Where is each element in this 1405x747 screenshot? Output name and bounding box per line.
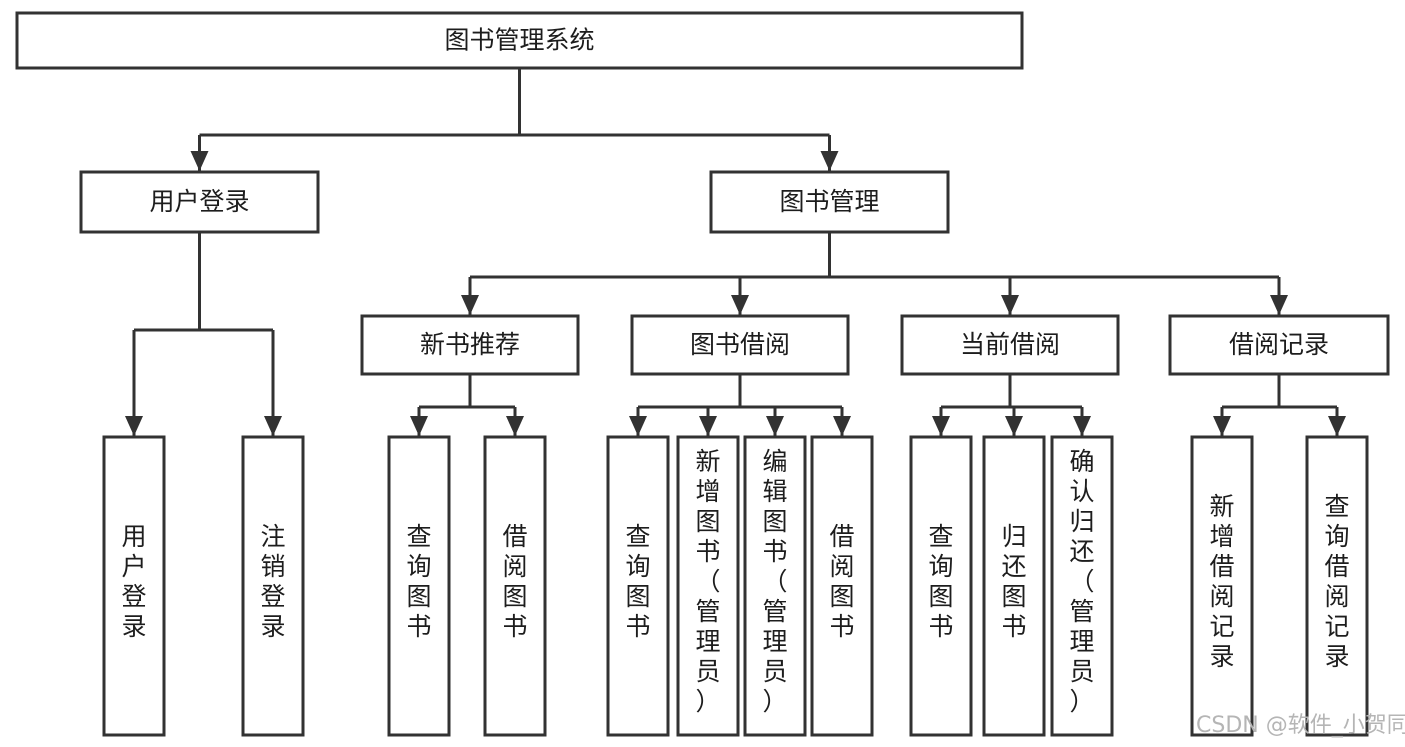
leaf-node-4[interactable]: 借阅图书 — [483, 435, 547, 737]
leaf-node-1[interactable]: 用户登录 — [102, 435, 166, 737]
level2-node-3[interactable]: 当前借阅 — [900, 314, 1120, 376]
level2-node-label: 新书推荐 — [420, 330, 520, 359]
leaf-node-label: 查询图书 — [625, 522, 650, 641]
connector-edges — [125, 68, 1346, 436]
level2-node-2[interactable]: 图书借阅 — [630, 314, 850, 376]
leaf-node-8[interactable]: 借阅图书 — [810, 435, 874, 737]
leaf-node-label: 确认归还（管理员） — [1069, 447, 1094, 716]
level2-node-1[interactable]: 新书推荐 — [360, 314, 580, 376]
leaf-node-3[interactable]: 查询图书 — [387, 435, 451, 737]
leaf-node-label: 查询图书 — [406, 522, 431, 641]
leaf-node-label: 用户登录 — [121, 522, 146, 641]
leaf-node-2[interactable]: 注销登录 — [241, 435, 305, 737]
level1-node-label: 用户登录 — [149, 187, 249, 216]
leaf-node-label: 查询借阅记录 — [1324, 492, 1349, 671]
root-node-1[interactable]: 图书管理系统 — [15, 11, 1024, 70]
level1-node-1[interactable]: 用户登录 — [79, 170, 320, 234]
root-node-label: 图书管理系统 — [444, 26, 594, 55]
leaf-node-label: 新增借阅记录 — [1209, 492, 1234, 671]
leaf-node-label: 借阅图书 — [829, 522, 854, 641]
leaf-node-label: 查询图书 — [928, 522, 953, 641]
level1-node-2[interactable]: 图书管理 — [709, 170, 950, 234]
leaf-node-6[interactable]: 新增图书（管理员） — [676, 435, 740, 737]
level2-node-label: 图书借阅 — [690, 330, 790, 359]
leaf-node-label: 注销登录 — [260, 522, 285, 641]
csdn-watermark: CSDN @软件_小贺同学 — [1196, 713, 1405, 738]
level2-node-label: 当前借阅 — [960, 330, 1060, 359]
leaf-node-9[interactable]: 查询图书 — [909, 435, 973, 737]
level2-node-4[interactable]: 借阅记录 — [1168, 314, 1390, 376]
leaf-node-label: 编辑图书（管理员） — [762, 447, 787, 716]
leaf-node-label: 借阅图书 — [502, 522, 527, 641]
level1-node-label: 图书管理 — [779, 187, 879, 216]
diagram-nodes: 图书管理系统用户登录图书管理新书推荐图书借阅当前借阅借阅记录用户登录注销登录查询… — [15, 11, 1390, 737]
level2-node-label: 借阅记录 — [1229, 330, 1329, 359]
leaf-node-11[interactable]: 确认归还（管理员） — [1050, 435, 1114, 737]
leaf-node-12[interactable]: 新增借阅记录 — [1190, 435, 1254, 737]
leaf-node-5[interactable]: 查询图书 — [606, 435, 670, 737]
leaf-node-label: 新增图书（管理员） — [695, 447, 720, 716]
leaf-node-10[interactable]: 归还图书 — [982, 435, 1046, 737]
leaf-node-13[interactable]: 查询借阅记录 — [1305, 435, 1369, 737]
leaf-node-label: 归还图书 — [1001, 522, 1026, 641]
leaf-node-7[interactable]: 编辑图书（管理员） — [743, 435, 807, 737]
